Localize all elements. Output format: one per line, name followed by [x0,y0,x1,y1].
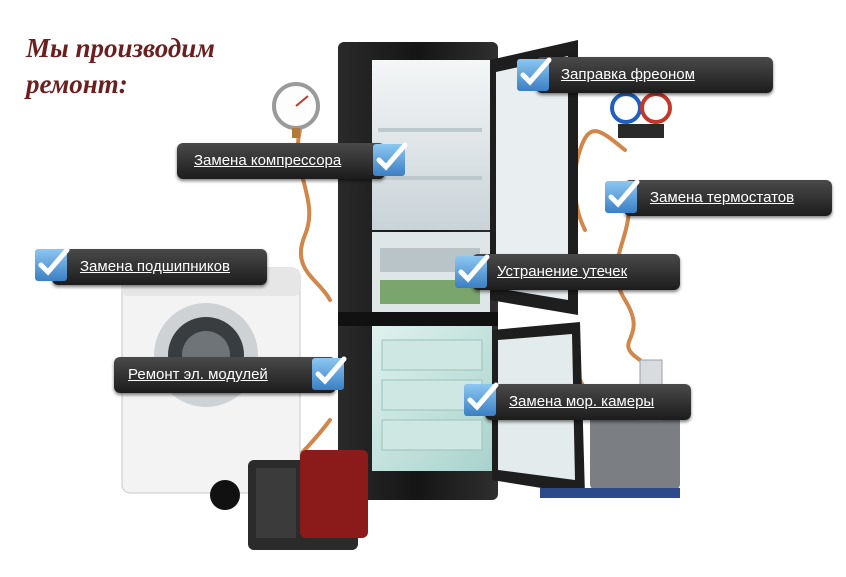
service-link-thermostat[interactable]: Замена термостатов [650,189,795,206]
checkmark-icon [605,179,640,213]
page-heading: Мы производим ремонт: [26,30,215,102]
checkmark-icon [312,356,347,390]
service-link-freon[interactable]: Заправка фреоном [561,66,695,83]
service-link-freezer[interactable]: Замена мор. камеры [509,393,655,410]
service-link-leaks[interactable]: Устранение утечек [497,263,628,280]
service-link-bearings[interactable]: Замена подшипников [80,258,230,275]
service-label-freezer: Замена мор. камеры [485,384,691,420]
service-label-thermostat: Замена термостатов [624,180,832,216]
service-label-bearings: Замена подшипников [52,249,267,285]
manifold-gauges [610,92,672,138]
checkmark-icon [35,247,70,281]
service-label-freon: Заправка фреоном [536,57,773,93]
checkmark-icon [517,57,552,91]
checkmark-icon [464,382,499,416]
tool-case [210,450,368,550]
checkmark-icon [455,254,490,288]
service-link-compressor[interactable]: Замена компрессора [194,152,342,169]
service-label-compressor: Замена компрессора [177,143,385,179]
heading-line-1: Мы производим [26,33,215,63]
service-link-modules[interactable]: Ремонт эл. модулей [128,366,268,383]
heading-line-2: ремонт: [26,69,128,99]
pressure-gauge [272,82,320,138]
service-label-modules: Ремонт эл. модулей [114,357,336,393]
checkmark-icon [373,142,408,176]
service-label-leaks: Устранение утечек [472,254,680,290]
